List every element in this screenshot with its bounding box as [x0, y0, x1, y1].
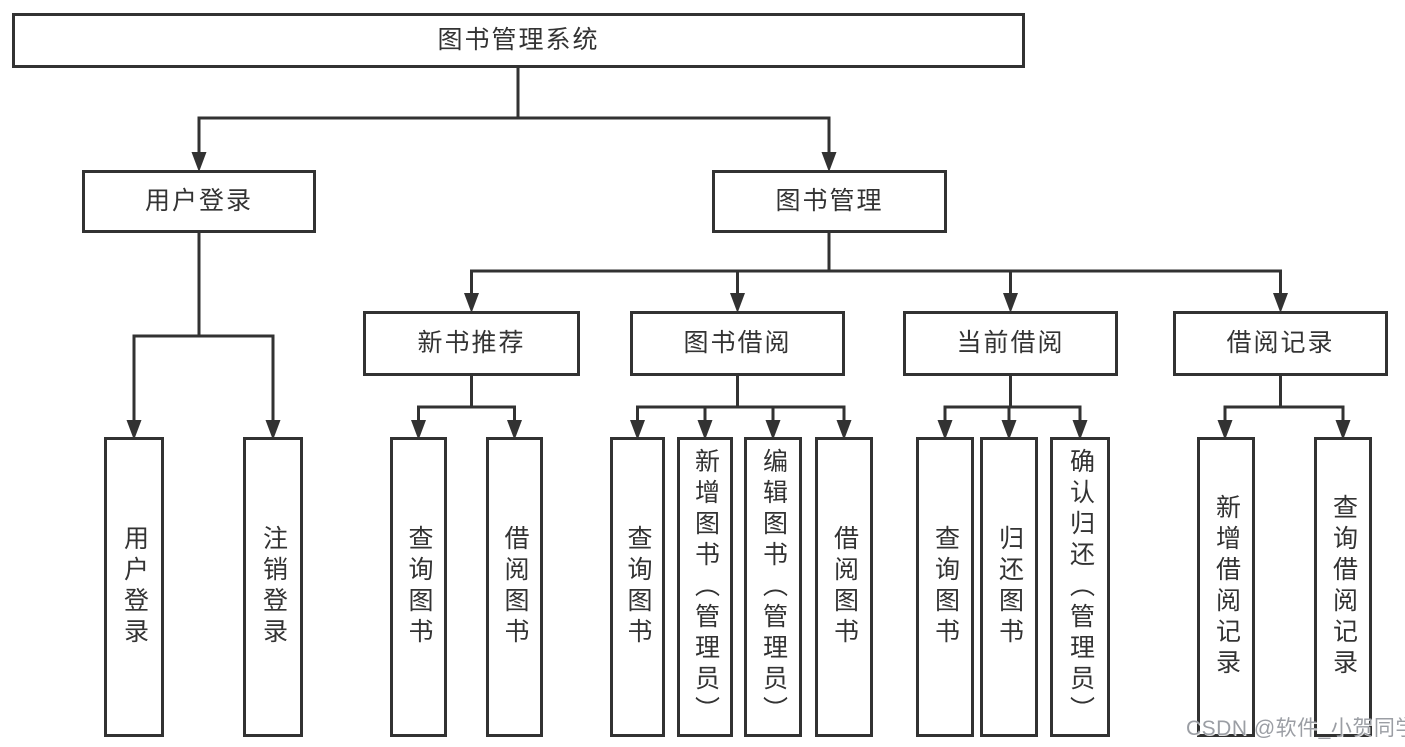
node-leaf-logout-label: 注销登录 — [259, 525, 288, 649]
node-leaf-add-book-admin-label: 新增图书（管理员） — [691, 447, 720, 727]
node-root-system: 图书管理系统 — [12, 13, 1025, 68]
connector-current-borrow-branch — [943, 376, 1082, 422]
connector-book-mgmt-branch — [470, 233, 1282, 295]
node-leaf-borrow-book-label: 借阅图书 — [830, 525, 859, 649]
node-leaf-borrow-book: 借阅图书 — [815, 437, 873, 737]
node-leaf-recommend-query-book: 查询图书 — [390, 437, 447, 737]
arrowheads-leaf-row — [411, 420, 1351, 440]
arrowheads-level3 — [464, 293, 1288, 313]
node-leaf-current-query-book-label: 查询图书 — [931, 525, 960, 649]
node-root-system-label: 图书管理系统 — [437, 26, 600, 54]
node-user-login-label: 用户登录 — [144, 187, 253, 215]
node-leaf-logout: 注销登录 — [243, 437, 303, 737]
node-current-borrowing-label: 当前借阅 — [956, 329, 1065, 357]
node-leaf-recommend-query-book-label: 查询图书 — [405, 525, 433, 649]
node-leaf-return-book-label: 归还图书 — [995, 525, 1024, 649]
node-leaf-add-book-admin: 新增图书（管理员） — [677, 437, 733, 737]
node-leaf-add-borrow-record-label: 新增借阅记录 — [1212, 494, 1241, 680]
node-leaf-borrowing-query-book-label: 查询图书 — [624, 525, 652, 649]
node-leaf-recommend-borrow-book-label: 借阅图书 — [501, 525, 529, 649]
node-leaf-query-borrow-record-label: 查询借阅记录 — [1329, 494, 1358, 680]
node-leaf-return-book: 归还图书 — [980, 437, 1038, 737]
connector-new-book-rec-branch — [417, 376, 516, 422]
connector-book-borrow-branch — [636, 376, 846, 422]
connector-user-login-branch — [132, 233, 275, 421]
node-user-login: 用户登录 — [82, 170, 316, 233]
arrowheads-level2 — [191, 152, 837, 172]
node-current-borrowing: 当前借阅 — [903, 311, 1118, 376]
node-book-management-label: 图书管理 — [775, 187, 884, 215]
node-leaf-add-borrow-record: 新增借阅记录 — [1197, 437, 1255, 737]
connector-borrow-record-branch — [1223, 376, 1345, 422]
node-book-borrowing-label: 图书借阅 — [683, 329, 792, 357]
node-leaf-current-query-book: 查询图书 — [916, 437, 974, 737]
node-leaf-edit-book-admin: 编辑图书（管理员） — [744, 437, 802, 737]
node-leaf-borrowing-query-book: 查询图书 — [610, 437, 665, 737]
connector-root-to-level2 — [197, 68, 831, 154]
node-leaf-recommend-borrow-book: 借阅图书 — [486, 437, 543, 737]
node-borrowing-records-label: 借阅记录 — [1226, 329, 1335, 357]
node-leaf-edit-book-admin-label: 编辑图书（管理员） — [759, 447, 788, 727]
node-new-book-recommend-label: 新书推荐 — [417, 329, 526, 357]
node-book-borrowing: 图书借阅 — [630, 311, 845, 376]
node-leaf-confirm-return-admin: 确认归还（管理员） — [1050, 437, 1110, 737]
node-leaf-user-login: 用户登录 — [104, 437, 164, 737]
csdn-watermark: CSDN @软件_小贺同学 — [1186, 717, 1405, 740]
node-leaf-query-borrow-record: 查询借阅记录 — [1314, 437, 1372, 737]
node-leaf-user-login-label: 用户登录 — [120, 525, 149, 649]
node-book-management: 图书管理 — [712, 170, 947, 233]
arrowheads-user-login-children — [126, 420, 281, 440]
node-leaf-confirm-return-admin-label: 确认归还（管理员） — [1066, 447, 1095, 727]
node-borrowing-records: 借阅记录 — [1173, 311, 1388, 376]
node-new-book-recommend: 新书推荐 — [363, 311, 580, 376]
